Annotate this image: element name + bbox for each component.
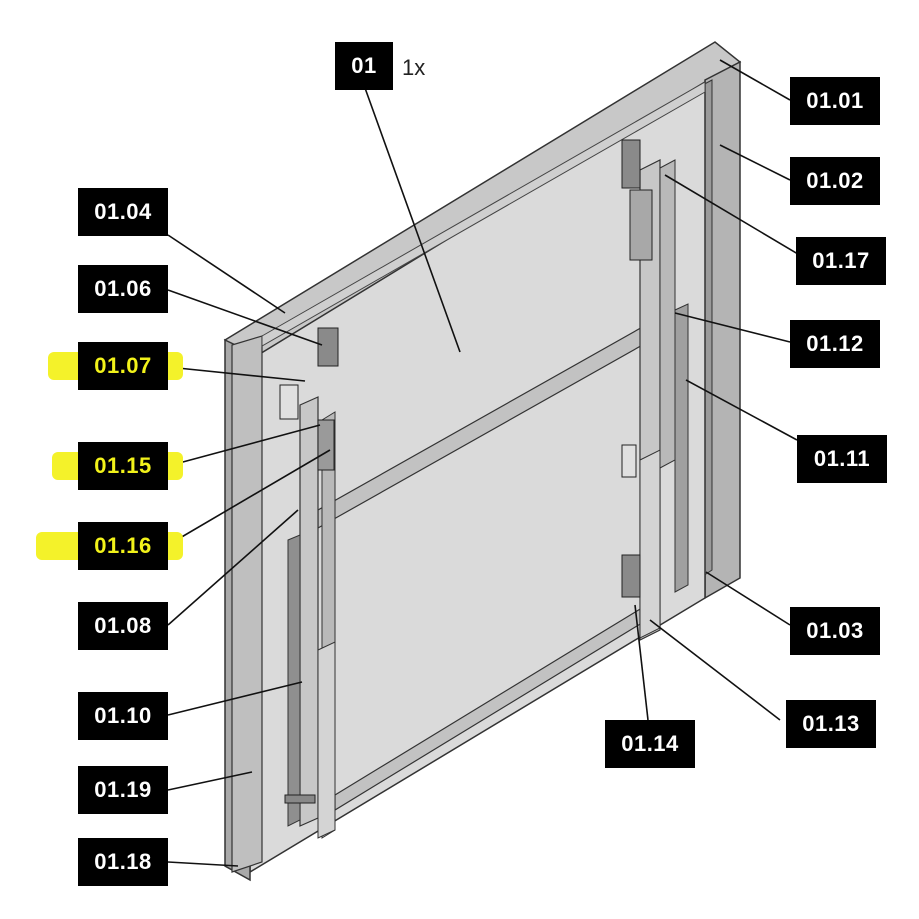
main-part-quantity: 1x [402,55,426,80]
callout-01-17: 01.17 [796,237,886,285]
callout-01-18: 01.18 [78,838,168,886]
callout-01-13: 01.13 [786,700,876,748]
right-inner-bar [659,159,676,469]
left-lower-channel [287,534,301,827]
frame-left-face [231,335,263,873]
bracket-left [279,384,299,420]
left-lower-sleeve [317,641,336,839]
leader-lines [167,59,809,867]
callout-01-16: 01.16 [78,522,168,570]
right-channel [674,303,689,593]
bracket-right [621,444,637,478]
left-guide-bar [299,396,319,827]
callout-01-14: 01.14 [605,720,695,768]
pin-bottom-left [284,794,316,804]
callout-01-08: 01.08 [78,602,168,650]
hinge-top-right [621,139,641,189]
hinge-top-left [317,327,339,367]
hinge-bottom-right [621,554,641,598]
callout-01-06: 01.06 [78,265,168,313]
callout-01-07: 01.07 [78,342,168,390]
callout-01-12: 01.12 [790,320,880,368]
callout-01-10: 01.10 [78,692,168,740]
callout-01-15: 01.15 [78,442,168,490]
callout-01-19: 01.19 [78,766,168,814]
callout-01-04: 01.04 [78,188,168,236]
callout-01-02: 01.02 [790,157,880,205]
right-lower-sleeve [639,449,661,639]
hinge-right-arm [629,189,653,261]
top-rail [261,81,706,347]
main-part-label: 01 [335,42,393,90]
hinge-mid-left [317,419,335,471]
callout-01-03: 01.03 [790,607,880,655]
callout-01-01: 01.01 [790,77,880,125]
callout-01-11: 01.11 [797,435,887,483]
